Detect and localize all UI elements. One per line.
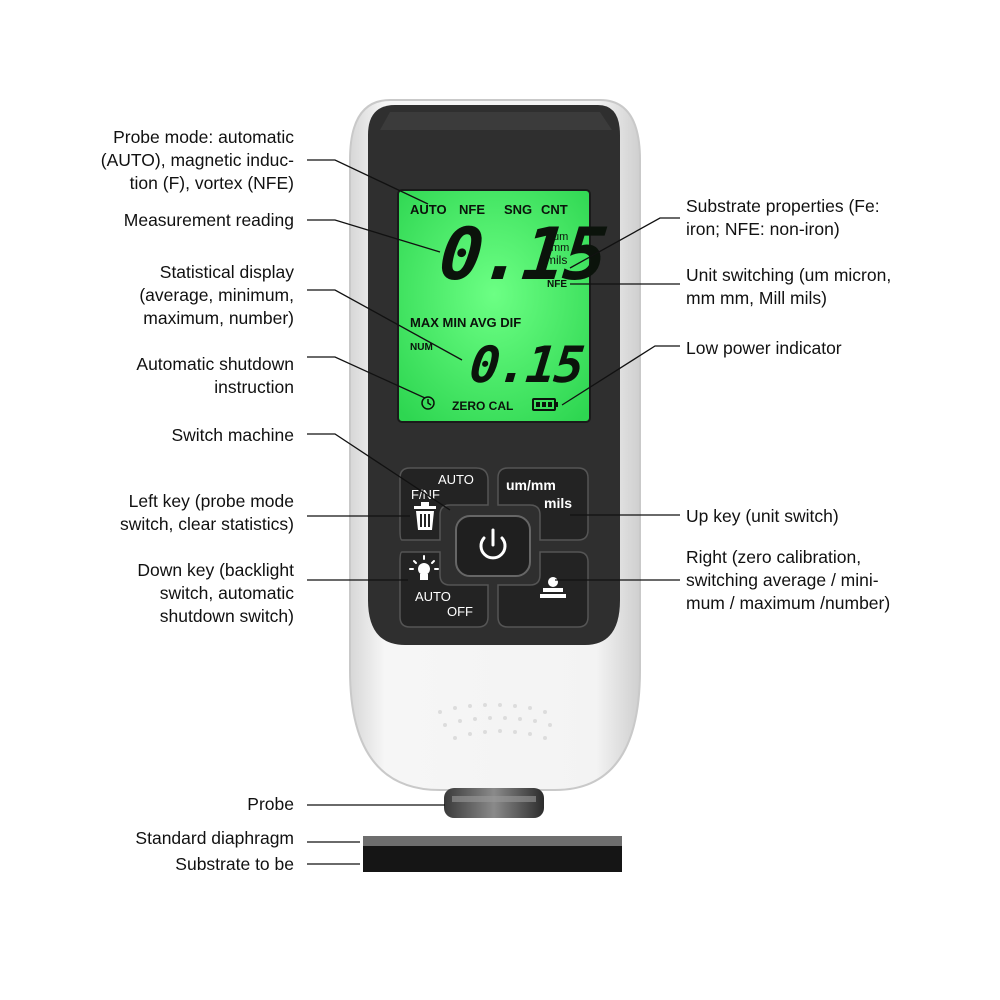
substrate-plate bbox=[363, 846, 622, 872]
label-unit-switching: Unit switching (um micron, mm mm, Mill m… bbox=[686, 265, 892, 308]
zero-cal-label: ZERO CAL bbox=[452, 399, 514, 413]
unit-mils: mils bbox=[546, 253, 568, 267]
label-standard-diaphragm: Standard diaphragm bbox=[135, 828, 294, 848]
down-key-off: OFF bbox=[447, 604, 473, 619]
speaker-grille bbox=[438, 703, 552, 740]
battery-icon bbox=[532, 398, 558, 411]
label-substrate-properties: Substrate properties (Fe: iron; NFE: non… bbox=[686, 196, 880, 239]
main-reading: 0.15 bbox=[435, 212, 610, 296]
down-key-auto: AUTO bbox=[415, 589, 451, 604]
label-switch-machine: Switch machine bbox=[171, 425, 294, 445]
up-key[interactable] bbox=[497, 467, 589, 541]
lcd-substrate: NFE bbox=[547, 279, 567, 290]
label-measurement-reading: Measurement reading bbox=[123, 210, 294, 230]
standard-diaphragm bbox=[363, 836, 622, 846]
power-icon bbox=[479, 528, 507, 560]
label-left-key: Left key (probe mode switch, clear stati… bbox=[119, 491, 294, 534]
unit-mm: mm bbox=[551, 242, 570, 254]
num-label: NUM bbox=[410, 342, 433, 353]
left-key-auto: AUTO bbox=[438, 472, 474, 487]
lcd-mode-sng: SNG bbox=[504, 202, 533, 217]
probe-tip bbox=[444, 788, 544, 818]
label-substrate: Substrate to be bbox=[175, 854, 294, 874]
label-up-key: Up key (unit switch) bbox=[686, 506, 839, 526]
lcd-mode-nfe: NFE bbox=[459, 202, 485, 217]
label-statistical-display: Statistical display (average, minimum, m… bbox=[139, 262, 294, 328]
label-probe-mode: Probe mode: automatic (AUTO), magnetic i… bbox=[100, 127, 294, 193]
backlight-icon bbox=[409, 555, 439, 580]
lcd-mode-auto: AUTO bbox=[410, 202, 447, 217]
lcd-mode-cnt: CNT bbox=[541, 202, 568, 217]
label-down-key: Down key (backlight switch, automatic sh… bbox=[137, 560, 294, 626]
label-low-power: Low power indicator bbox=[686, 338, 842, 358]
clock-icon bbox=[421, 396, 435, 410]
label-auto-shutdown: Automatic shutdown instruction bbox=[136, 354, 294, 397]
up-key-label-2: mils bbox=[544, 495, 573, 511]
secondary-reading: 0.15 bbox=[466, 336, 586, 394]
up-key-label-1: um/mm bbox=[506, 477, 556, 493]
label-right-key: Right (zero calibration, switching avera… bbox=[686, 547, 891, 613]
stats-label: MAX MIN AVG DIF bbox=[410, 315, 522, 330]
unit-um: um bbox=[553, 231, 569, 243]
label-probe: Probe bbox=[247, 794, 294, 814]
left-key-fnf: F/NF bbox=[411, 487, 440, 502]
